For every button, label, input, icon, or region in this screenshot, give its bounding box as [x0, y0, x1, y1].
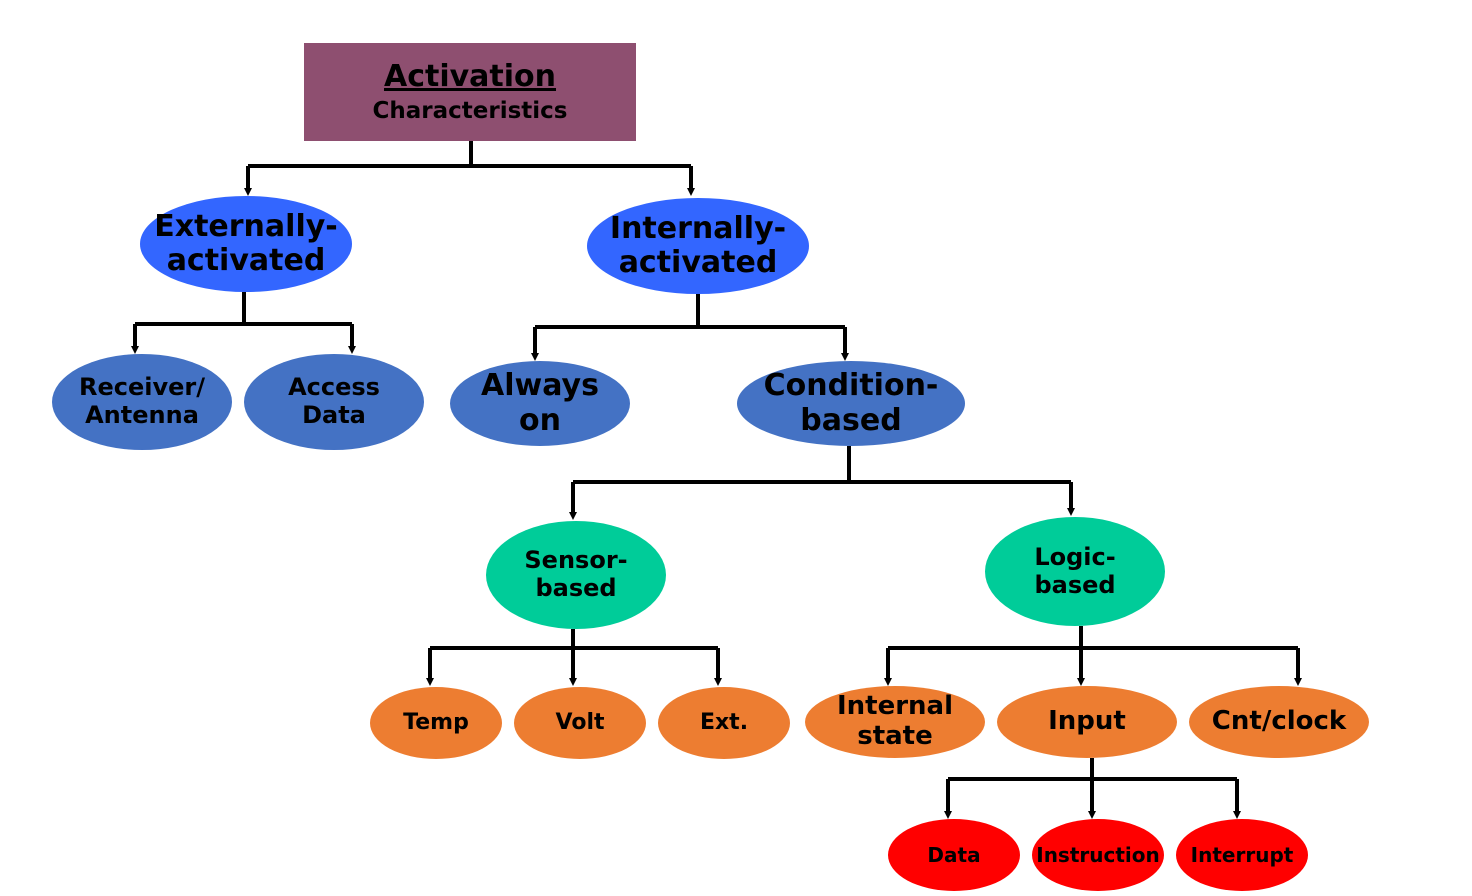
root-subtitle: Characteristics — [372, 98, 568, 125]
node-label-line1: Access — [288, 373, 380, 402]
node-label-line1: Condition- — [763, 368, 939, 403]
node-label: Instruction — [1036, 842, 1160, 867]
node-sensor-based: Sensor- based — [486, 521, 666, 629]
node-label-line2: Antenna — [85, 401, 199, 429]
node-label: Temp — [403, 710, 469, 736]
node-label-line1: Logic- — [1034, 542, 1116, 571]
node-label: Input — [1048, 706, 1126, 737]
node-label: Data — [927, 842, 981, 867]
node-label-line2: on — [519, 402, 561, 438]
connector-internally — [535, 294, 845, 329]
node-label-line2: activated — [166, 243, 326, 278]
node-label-line2: activated — [618, 245, 778, 280]
node-label-line1: Internally- — [609, 210, 787, 246]
connector-externally — [135, 292, 352, 326]
node-label: Cnt/clock — [1211, 706, 1347, 737]
node-label-line2: Data — [302, 401, 366, 429]
node-access-data: Access Data — [244, 354, 424, 450]
node-internal-state: Internal state — [805, 686, 985, 758]
node-label-line1: Sensor- — [524, 546, 628, 575]
node-always-on: Always on — [450, 361, 630, 446]
node-temp: Temp — [370, 687, 502, 759]
node-label-line1: Receiver/ — [78, 373, 205, 402]
node-internally-activated: Internally- activated — [587, 198, 809, 294]
node-label: Interrupt — [1190, 842, 1294, 867]
connector-input — [948, 758, 1237, 781]
node-volt: Volt — [514, 687, 646, 759]
node-label-line2: based — [535, 574, 617, 602]
node-ext: Ext. — [658, 687, 790, 759]
node-label: Ext. — [699, 710, 749, 736]
node-label-line2: based — [1034, 570, 1116, 599]
node-externally-activated: Externally- activated — [140, 196, 352, 292]
connector-condition — [573, 446, 1071, 484]
node-activation-characteristics: Activation Characteristics — [304, 43, 636, 141]
node-condition-based: Condition- based — [737, 361, 965, 446]
node-instruction: Instruction — [1032, 819, 1164, 891]
node-logic-based: Logic- based — [985, 517, 1165, 626]
node-label-line1: Externally- — [154, 208, 338, 244]
node-input: Input — [997, 686, 1177, 758]
node-label-line1: Always — [481, 368, 599, 403]
node-label-line2: state — [857, 721, 933, 751]
node-label: Volt — [555, 710, 605, 736]
node-label-line2: based — [800, 402, 902, 438]
node-label-line1: Internal — [836, 691, 954, 722]
root-title: Activation — [383, 58, 557, 94]
connector-root — [248, 141, 691, 168]
node-interrupt: Interrupt — [1176, 819, 1308, 891]
node-cnt-clock: Cnt/clock — [1189, 686, 1369, 758]
node-receiver-antenna: Receiver/ Antenna — [52, 354, 232, 450]
node-data: Data — [888, 819, 1020, 891]
